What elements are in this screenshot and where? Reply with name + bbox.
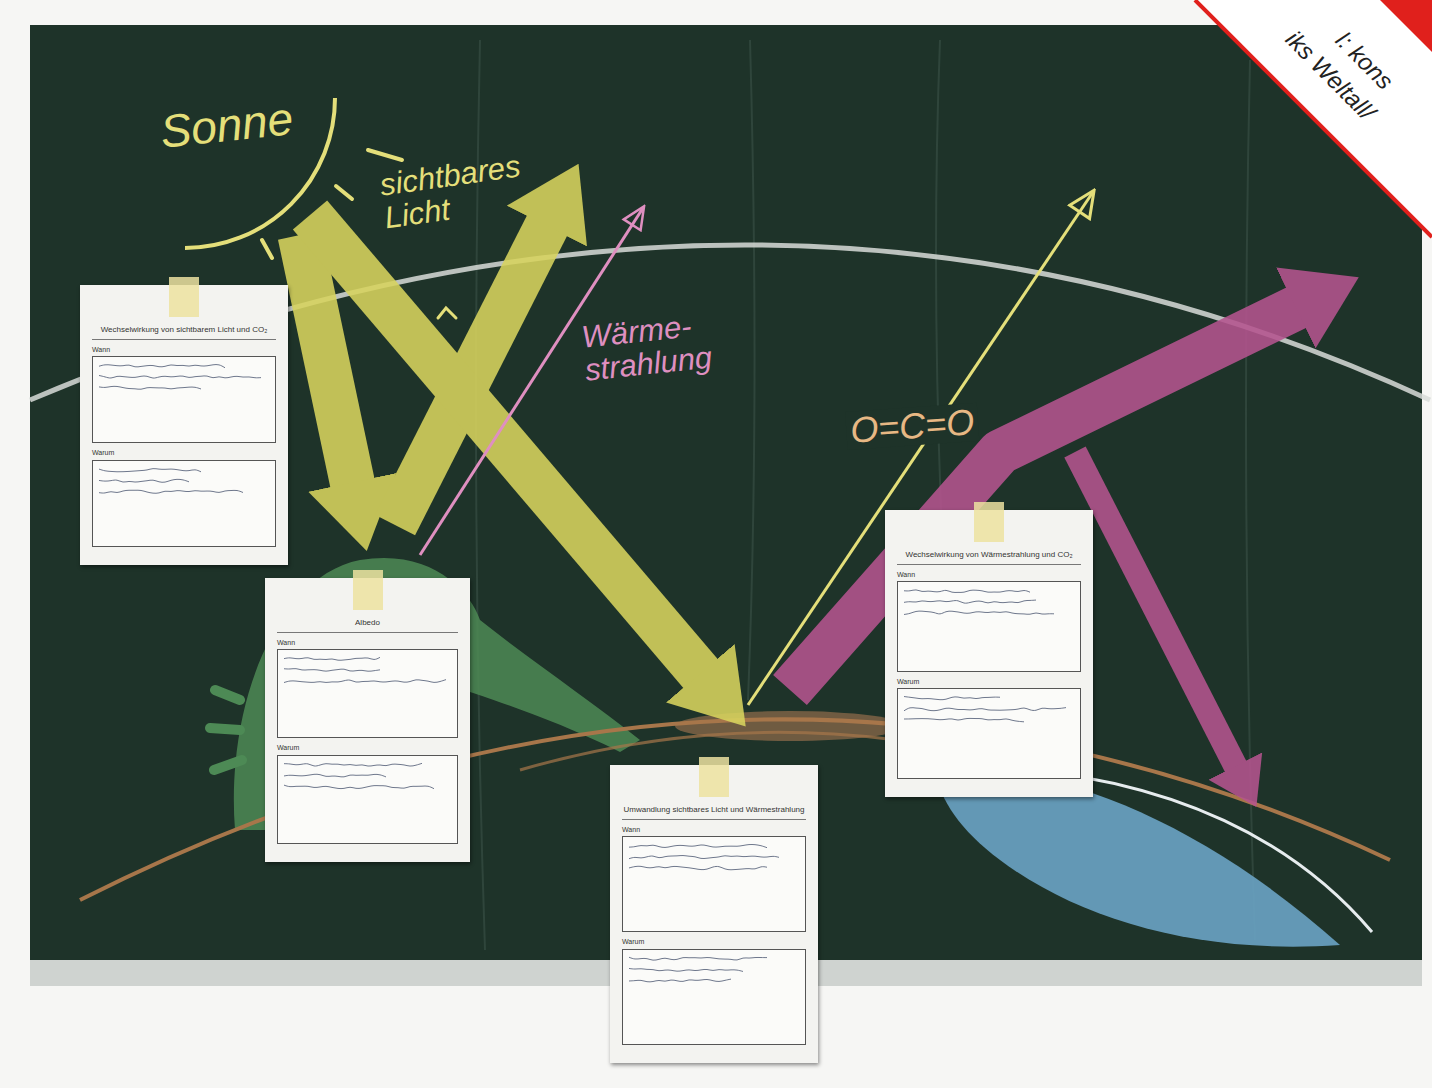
sun-label: Sonne — [158, 94, 295, 156]
field-label: Wann — [897, 571, 1081, 579]
handwriting — [623, 950, 807, 1046]
worksheet: Wechselwirkung von Wärmestrahlung und CO… — [885, 510, 1093, 797]
corner-note-edge — [1195, 0, 1432, 237]
handwriting-line — [99, 375, 261, 378]
worksheet-title: Wechselwirkung von sichtbarem Licht und … — [92, 325, 276, 340]
answer-box — [92, 356, 276, 443]
answer-box — [277, 755, 458, 844]
worksheet-section: Warum — [897, 678, 1081, 779]
handwriting-line — [99, 490, 243, 493]
handwriting-line — [629, 979, 731, 982]
tape-strip — [699, 757, 729, 797]
worksheet-section: Wechselwirkung von sichtbarem Licht und … — [92, 325, 276, 340]
worksheet-section: Wann — [897, 571, 1081, 672]
worksheet-section: Warum — [92, 449, 276, 547]
handwriting-line — [629, 866, 767, 870]
handwriting-line — [629, 856, 779, 859]
tape-strip — [169, 277, 199, 317]
handwriting-line — [284, 657, 380, 660]
handwriting — [898, 582, 1082, 673]
outgoing-heat-arrow — [790, 300, 1312, 690]
answer-box — [897, 688, 1081, 779]
answer-box — [622, 949, 806, 1045]
handwriting — [278, 756, 459, 845]
field-label: Wann — [277, 639, 458, 647]
handwriting-line — [284, 785, 434, 789]
field-label: Warum — [277, 744, 458, 752]
worksheet-section: Albedo — [277, 618, 458, 633]
tape-strip — [353, 570, 383, 610]
handwriting — [93, 461, 277, 548]
field-label: Warum — [897, 678, 1081, 686]
field-label: Warum — [622, 938, 806, 946]
handwriting-line — [904, 590, 1030, 593]
ocean-edge — [1050, 772, 1372, 932]
worksheet-title: Albedo — [277, 618, 458, 633]
answer-box — [92, 460, 276, 547]
corner-note-paper — [1195, 0, 1432, 237]
worksheet-section: Wann — [277, 639, 458, 739]
handwriting-line — [904, 708, 1066, 711]
field-label: Warum — [92, 449, 276, 457]
handwriting-line — [904, 600, 1036, 603]
handwriting-line — [99, 365, 225, 368]
handwriting-line — [99, 479, 189, 482]
handwriting — [898, 689, 1082, 780]
heat-label: Wärme- strahlung — [580, 304, 756, 387]
vegetation-leaves — [210, 690, 242, 770]
worksheet-section: Warum — [622, 938, 806, 1045]
answer-box — [277, 649, 458, 738]
field-label: Wann — [622, 826, 806, 834]
reemitted-heat-arrow — [1075, 452, 1240, 775]
answer-box — [622, 836, 806, 932]
worksheet: Wechselwirkung von sichtbarem Licht und … — [80, 285, 288, 565]
worksheet-section: Wann — [622, 826, 806, 933]
handwriting-line — [284, 763, 422, 766]
worksheet-title: Umwandlung sichtbares Licht und Wärmestr… — [622, 805, 806, 820]
worksheet-title: Wechselwirkung von Wärmestrahlung und CO… — [897, 550, 1081, 565]
handwriting-line — [904, 611, 1054, 614]
answer-box — [897, 581, 1081, 672]
worksheet-section: Warum — [277, 744, 458, 844]
handwriting-line — [284, 669, 380, 672]
handwriting-line — [284, 680, 446, 683]
worksheet: AlbedoWannWarum — [265, 578, 470, 862]
handwriting-line — [904, 719, 1024, 722]
molecule-label: O=C=O — [845, 403, 979, 450]
handwriting — [93, 357, 277, 444]
handwriting-line — [99, 468, 201, 471]
handwriting-line — [629, 844, 767, 847]
worksheet: Umwandlung sichtbares Licht und Wärmestr… — [610, 765, 818, 1063]
tape-strip — [974, 502, 1004, 542]
handwriting-line — [99, 386, 201, 389]
corner-note-band — [1380, 0, 1432, 52]
handwriting-line — [629, 957, 767, 960]
worksheet-section: Wann — [92, 346, 276, 444]
field-label: Wann — [92, 346, 276, 354]
handwriting — [278, 650, 459, 739]
worksheet-section: Umwandlung sichtbares Licht und Wärmestr… — [622, 805, 806, 820]
light-label: sichtbares Licht — [378, 146, 560, 235]
handwriting-line — [284, 774, 386, 777]
handwriting-line — [904, 697, 1000, 700]
handwriting-line — [629, 968, 743, 971]
handwriting — [623, 837, 807, 933]
worksheet-section: Wechselwirkung von Wärmestrahlung und CO… — [897, 550, 1081, 565]
